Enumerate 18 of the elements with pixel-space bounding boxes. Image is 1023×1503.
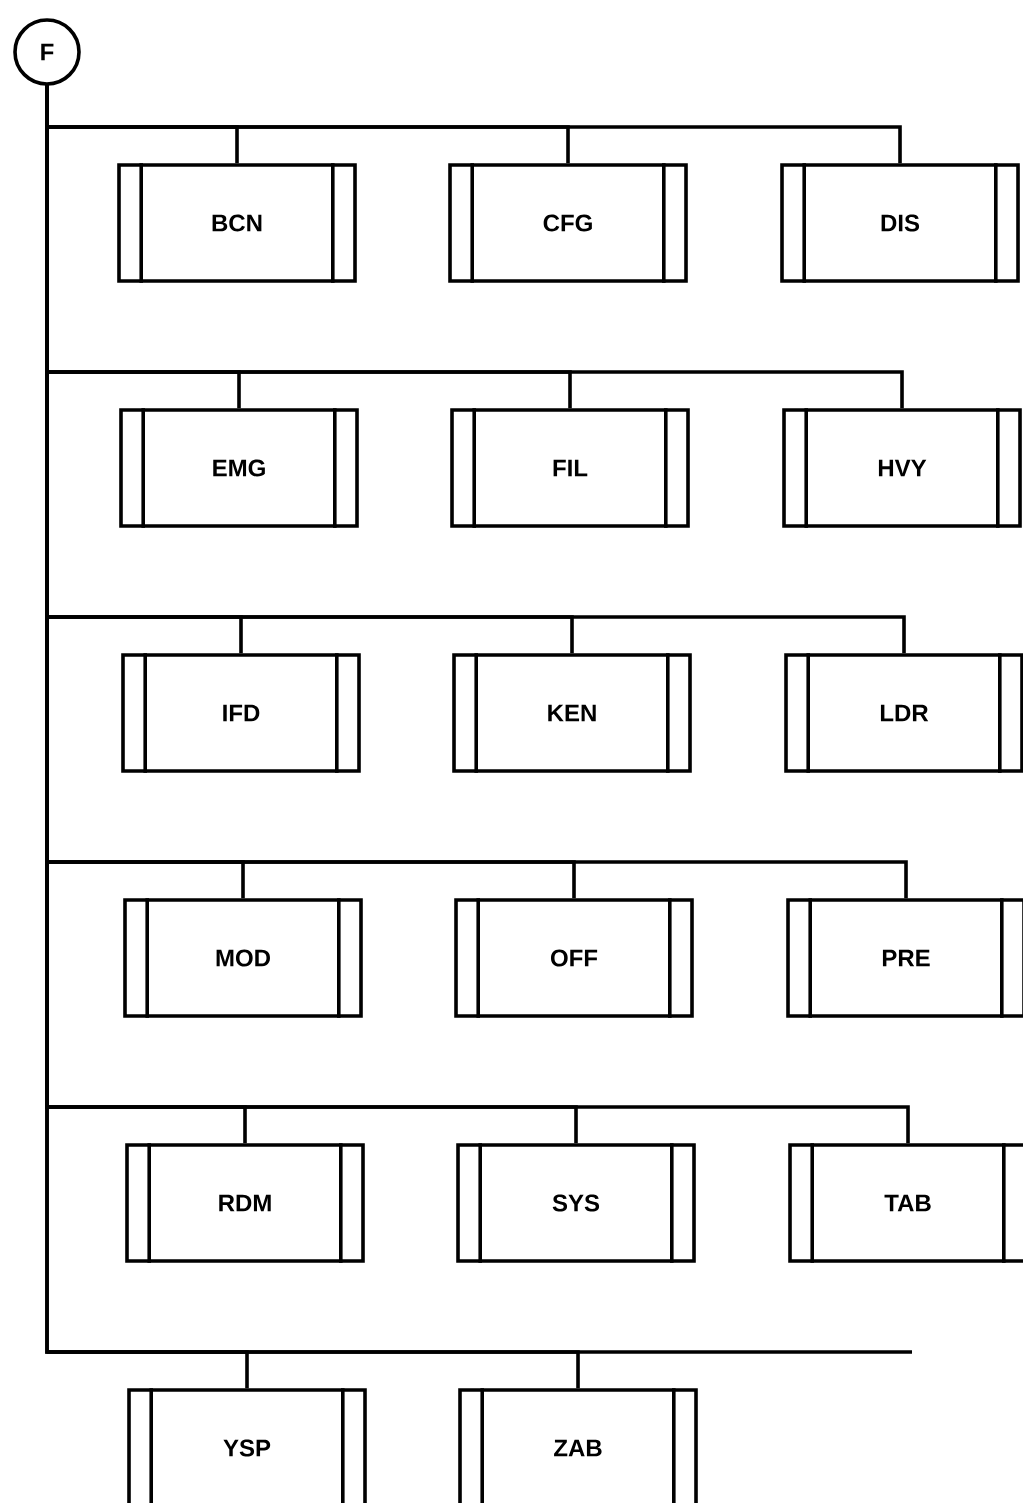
process-box: DIS [780,163,1020,283]
process-box: ZAB [458,1388,698,1503]
process-box: BCN [117,163,357,283]
process-box: IFD [121,653,361,773]
process-box: YSP [127,1388,367,1503]
process-box: PRE [786,898,1023,1018]
process-box: FIL [450,408,690,528]
process-box: CFG [448,163,688,283]
process-box: MOD [123,898,363,1018]
process-box: KEN [452,653,692,773]
process-box: LDR [784,653,1023,773]
process-box: EMG [119,408,359,528]
process-box: HVY [782,408,1022,528]
process-box: OFF [454,898,694,1018]
process-box: SYS [456,1143,696,1263]
process-box: TAB [788,1143,1023,1263]
process-box: RDM [125,1143,365,1263]
connector-line [45,85,580,1389]
